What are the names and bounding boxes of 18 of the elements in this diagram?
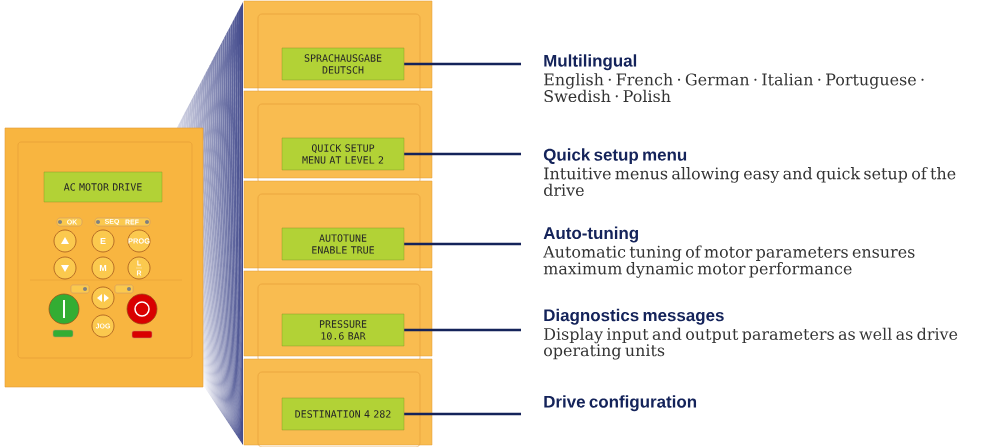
- feature-description: Drive configuration: [544, 395, 697, 412]
- leader-line: [404, 62, 521, 66]
- feature-description: Quick setup menu Intuitive menus allowing easy and quick setup of the drive: [543, 148, 956, 197]
- lcd-display: DESTINATION 4 282: [281, 397, 405, 431]
- leader-line: [404, 242, 521, 246]
- feature-description: Auto-tuning Automatic tuning of motor parameters ensures maximum dynamic motor performance: [543, 226, 915, 278]
- lcd-display: AC MOTOR DRIVE: [43, 171, 163, 203]
- keypad-button: E: [91, 229, 115, 253]
- lcd-display: AUTOTUNE ENABLE TRUE: [281, 227, 405, 261]
- lcd-display: QUICK SETUP MENU AT LEVEL 2: [281, 137, 405, 171]
- leader-line: [404, 328, 521, 332]
- feature-description: Diagnostics messages Display input and output parameters as well as drive operating units: [544, 308, 958, 360]
- leader-line: [404, 412, 521, 416]
- lcd-display: PRESSURE 10.6 BAR: [281, 313, 405, 347]
- leader-line: [404, 152, 521, 156]
- lcd-display: SPRACHAUSGABE DEUTSCH: [281, 47, 405, 81]
- feature-description: Multilingual English · French · German · Italian · Portuguese · Swedish · Polish: [544, 54, 924, 103]
- keypad-button: M: [91, 256, 115, 280]
